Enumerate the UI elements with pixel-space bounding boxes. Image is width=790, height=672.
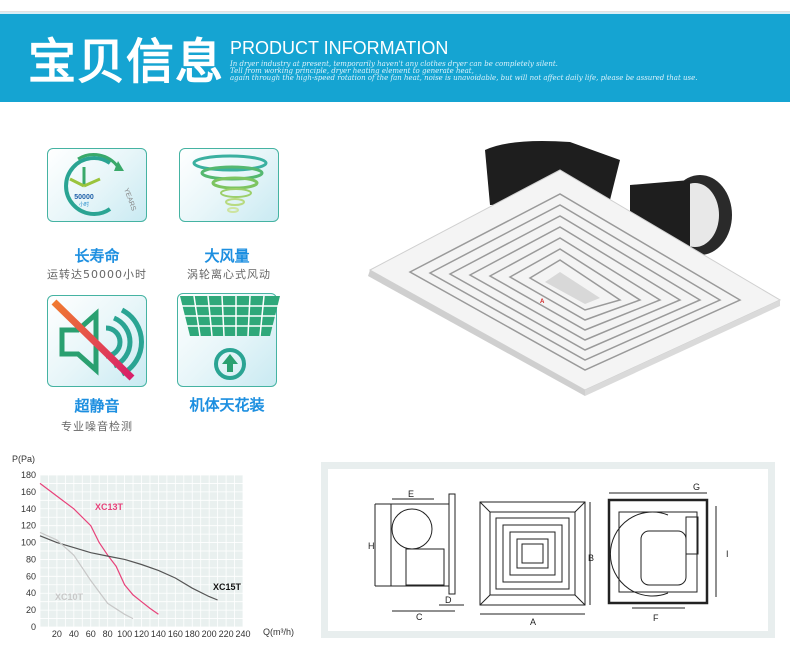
clock-icon: 50000 小时 YEARS	[47, 148, 147, 222]
y-tick-label: 20	[26, 605, 36, 615]
dim-label-f: F	[653, 613, 659, 623]
y-tick-label: 0	[31, 622, 36, 632]
chart-grid	[39, 474, 244, 628]
dim-label-i: I	[726, 549, 729, 559]
description-line: again through the high-speed rotation of…	[230, 74, 698, 82]
y-tick-label: 80	[26, 554, 36, 564]
series-line-xc15t	[39, 535, 218, 601]
y-axis-label: P(Pa)	[12, 454, 35, 464]
feature-label: 机体天花装	[189, 396, 265, 414]
y-tick-label: 160	[21, 487, 36, 497]
dim-label-e: E	[408, 489, 414, 499]
x-tick-label: 200	[202, 629, 217, 639]
series-line-xc10t	[39, 531, 134, 620]
svg-text:A: A	[540, 299, 545, 305]
feature-label: 长寿命	[74, 247, 120, 265]
feature-sub: 涡轮离心式风动	[187, 268, 271, 281]
years-text: YEARS	[122, 187, 137, 212]
fan-product-image: A	[368, 141, 782, 396]
x-tick-label: 60	[86, 629, 96, 639]
x-tick-label: 180	[185, 629, 200, 639]
y-tick-label: 40	[26, 588, 36, 598]
x-tick-label: 140	[151, 629, 166, 639]
y-tick-label: 100	[21, 538, 36, 548]
dimension-diagram: E H C D A B G I F	[368, 482, 729, 627]
x-tick-label: 80	[103, 629, 113, 639]
x-tick-label: 160	[168, 629, 183, 639]
x-tick-label: 40	[69, 629, 79, 639]
dim-label-c: C	[416, 612, 423, 622]
page-title: 宝贝信息	[28, 34, 225, 90]
y-tick-label: 140	[21, 504, 36, 514]
dim-label-h: H	[368, 541, 375, 551]
y-tick-label: 120	[21, 521, 36, 531]
feature-label: 大风量	[204, 247, 250, 265]
x-tick-label: 100	[117, 629, 132, 639]
series-label-xc15t: XC15T	[213, 582, 242, 592]
feature-sub: 专业噪音检测	[61, 420, 133, 433]
mute-speaker-icon	[47, 295, 147, 387]
tornado-icon	[179, 148, 279, 222]
description-line: In dryer industry at present, temporaril…	[230, 60, 558, 68]
x-tick-label: 240	[235, 629, 250, 639]
clock-unit-text: 小时	[79, 201, 89, 208]
series-label-xc10t: XC10T	[55, 592, 84, 602]
feature-label: 超静音	[74, 397, 120, 415]
dim-label-g: G	[693, 482, 700, 492]
header-banner	[0, 12, 790, 102]
y-tick-label: 60	[26, 571, 36, 581]
x-tick-label: 20	[52, 629, 62, 639]
page-subtitle: PRODUCT INFORMATION	[230, 38, 449, 58]
dim-label-a: A	[530, 617, 536, 627]
clock-hours-text: 50000	[74, 194, 94, 201]
description-line: Tell from working principle, dryer heati…	[230, 67, 474, 75]
x-tick-label: 220	[219, 629, 234, 639]
series-label-xc13t: XC13T	[95, 502, 124, 512]
x-axis-label: Q(m³/h)	[263, 627, 294, 637]
x-tick-label: 120	[134, 629, 149, 639]
dimension-diagram-panel: E H C D A B G I F	[321, 462, 775, 638]
dim-label-d: D	[445, 595, 452, 605]
dim-label-b: B	[588, 553, 594, 563]
y-tick-label: 180	[21, 470, 36, 480]
series-line-xc13t	[39, 482, 159, 615]
top-strip	[0, 0, 790, 12]
feature-sub: 运转达50000小时	[47, 268, 147, 281]
ceiling-mount-icon	[177, 293, 280, 387]
